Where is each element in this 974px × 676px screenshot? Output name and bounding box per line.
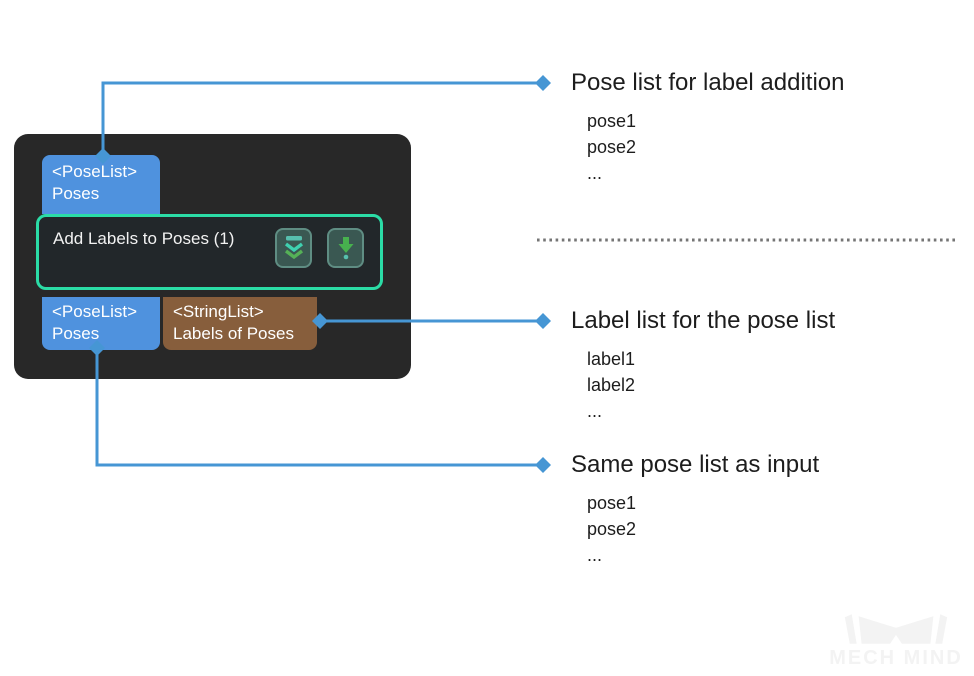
port-name: Poses [52,324,100,343]
port-type: <PoseList> [52,162,138,181]
step-body[interactable]: Add Labels to Poses (1) [36,214,383,290]
expand-collapse-button[interactable] [275,228,312,268]
annotation-item: pose1 [587,493,637,513]
step-node: <PoseList> Poses Add Labels to Poses (1) [14,134,411,379]
watermark: MECH MIND [822,613,970,668]
annotation-title: Pose list for label addition [571,69,845,96]
annotation-title: Label list for the pose list [571,307,836,334]
annotation-item: label1 [587,349,636,369]
annotation-input-poses: Pose list for label addition pose1 pose2… [571,68,845,186]
step-title: Add Labels to Poses (1) [53,229,235,248]
double-chevron-down-icon [281,233,307,264]
annotation-item: pose2 [587,137,637,157]
mech-mind-logo-icon [822,613,970,647]
annotation-item: ... [587,163,603,183]
port-name: Poses [52,184,100,203]
port-type: <StringList> [173,302,264,321]
run-step-button[interactable] [327,228,364,268]
connector-diamond [535,457,551,473]
arrow-down-icon [333,233,359,264]
annotation-item: ... [587,545,603,565]
annotation-title: Same pose list as input [571,451,820,478]
annotation-item: pose2 [587,519,637,539]
connector-diamond [535,75,551,91]
annotation-item: pose1 [587,111,637,131]
annotation-item: label2 [587,375,636,395]
annotation-item: ... [587,401,603,421]
annotation-label-list: Label list for the pose list label1 labe… [571,306,835,424]
connector-diamond [535,313,551,329]
annotation-output-poses: Same pose list as input pose1 pose2 ... [571,450,819,568]
port-type: <PoseList> [52,302,138,321]
watermark-text: MECH MIND [829,647,963,669]
input-port-poses[interactable]: <PoseList> Poses [42,155,160,214]
output-port-labels[interactable]: <StringList> Labels of Poses [163,297,317,350]
port-name: Labels of Poses [173,324,294,343]
output-port-poses[interactable]: <PoseList> Poses [42,297,160,350]
